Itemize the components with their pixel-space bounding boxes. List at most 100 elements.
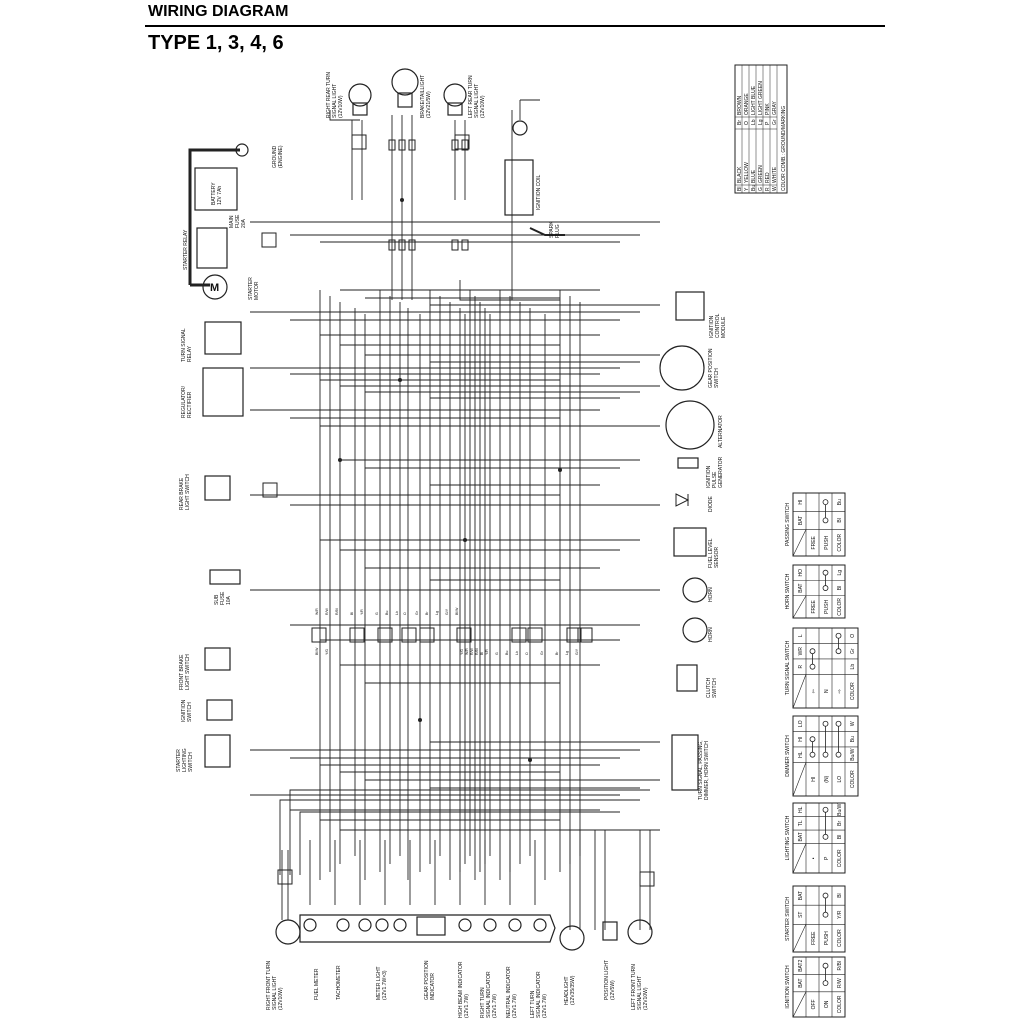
wire-color-code: W/R xyxy=(465,648,469,655)
wire-color-code: Bl xyxy=(480,652,484,655)
bulb-base xyxy=(397,92,413,108)
component-horn-1-label: HORN xyxy=(708,587,714,602)
switch-cell: BAT xyxy=(798,832,804,841)
component-turn-relay-label-line: RELAY xyxy=(187,345,193,362)
switch-table-title: IGNITION SWITCH xyxy=(785,965,791,1009)
component-gear-indicator-label-line: GEAR POSITION xyxy=(424,960,430,1000)
component-position-light-label: POSITION LIGHT(12V5W) xyxy=(604,960,616,1000)
switch-row-label: COLOR xyxy=(837,995,843,1013)
component-gear-switch-label-line: GEAR POSITION xyxy=(708,348,714,388)
junction-dot xyxy=(528,758,532,762)
turn-signal-relay-icon xyxy=(204,321,242,355)
component-rf-turn-label-line: SIGNAL LIGHT xyxy=(272,976,278,1010)
component-handlebar-switch-label: TURN SIGNAL, PASSING,DIMMER, HORN SWITCH xyxy=(698,740,710,800)
wire-color-code: R/W xyxy=(470,648,474,656)
switch-table-title: PASSING SWITCH xyxy=(785,503,791,546)
connector-pin xyxy=(408,139,416,151)
wire xyxy=(188,148,240,285)
fuel-level-sensor-icon xyxy=(673,527,707,557)
component-headlight-label-line: (12V35/35W) xyxy=(570,975,576,1005)
wire-color-code: G xyxy=(375,612,379,615)
legend-entry: LIGHT GREEN xyxy=(758,81,764,115)
component-ground-label-line: (ENGINE) xyxy=(278,145,284,168)
component-front-brake-switch-label-line: FRONT BRAKE xyxy=(179,654,185,690)
meter-bulb xyxy=(533,918,547,932)
switch-row-label: FREE xyxy=(811,535,817,549)
component-battery-label-line: 12V 7Ah xyxy=(217,186,223,205)
front-left-bulb xyxy=(627,919,653,945)
switch-cell: BAT xyxy=(798,516,804,525)
connector-pin xyxy=(398,139,406,151)
handlebar-switch-icon xyxy=(671,734,699,791)
component-clutch-switch-label-line: CLUTCH xyxy=(706,677,712,698)
meter-bulb xyxy=(336,918,350,932)
component-rr-turn-label-line: RIGHT REAR TURN xyxy=(326,72,332,118)
component-tachometer-label-line: TACHOMETER xyxy=(336,965,342,1000)
component-rf-turn-label-line: (12V10W) xyxy=(278,987,284,1010)
switch-row-label: PUSH xyxy=(824,600,830,614)
switch-cell: Bu xyxy=(837,499,843,505)
diagonal xyxy=(792,595,807,619)
connector xyxy=(311,627,327,643)
starter-lighting-switch-icon xyxy=(204,734,231,768)
switch-cell: L xyxy=(798,634,804,637)
component-rr-turn-label-line: SIGNAL LIGHT xyxy=(332,84,338,118)
legend-entry: BLUE xyxy=(751,169,757,183)
switch-cell: LO xyxy=(798,720,804,727)
junction-dot xyxy=(463,538,467,542)
component-starter-relay-label-line: STARTER RELAY xyxy=(183,229,189,270)
switch-table-title: STARTER SWITCH xyxy=(785,897,791,941)
switch-cell: Lb xyxy=(850,664,856,670)
regulator-rectifier-icon xyxy=(202,367,244,417)
legend-entry: Lb xyxy=(751,119,757,125)
sub-fuse-icon xyxy=(209,569,241,585)
position-light-bulb xyxy=(602,921,618,941)
component-ignition-coil-label: IGNITION COIL xyxy=(536,175,542,211)
switch-cell: HL xyxy=(798,806,804,813)
switch-cell: Bl xyxy=(837,835,843,839)
switch-contact xyxy=(822,806,829,813)
component-handlebar-switch-label-line: DIMMER, HORN SWITCH xyxy=(704,741,710,800)
component-left-turn-ind-label-line: SIGNAL INDICATOR xyxy=(536,971,542,1018)
wire xyxy=(289,789,650,875)
component-right-turn-ind-label-line: (12V1.7W) xyxy=(492,994,498,1018)
connector xyxy=(261,232,277,248)
component-icm-label-line: CONTROL xyxy=(715,313,721,338)
component-lf-turn-label-line: (12V10W) xyxy=(643,987,649,1010)
connector xyxy=(377,627,393,643)
bulb-base xyxy=(447,102,463,116)
meter-bulb xyxy=(358,918,372,932)
connector-pin xyxy=(408,239,416,251)
component-battery-label-line: BATTERY xyxy=(211,182,217,205)
component-meter-light-label-line: METER LIGHT xyxy=(376,966,382,1000)
component-high-beam-label-line: (12V1.7W) xyxy=(464,994,470,1018)
legend-entry: Lg xyxy=(758,119,764,125)
legend-entry: WHITE xyxy=(772,166,778,183)
switch-contact xyxy=(822,585,829,591)
legend-entry: P xyxy=(765,121,771,125)
switch-table-title: DIMMER SWITCH xyxy=(785,735,791,777)
switch-cell: BAT2 xyxy=(798,959,804,971)
component-position-light-label-line: (12V5W) xyxy=(610,980,616,1000)
switch-contact xyxy=(809,648,816,655)
component-sub-fuse-label-line: FUSE xyxy=(220,591,226,605)
headlight-bulb xyxy=(559,925,585,951)
connector-pin xyxy=(388,239,396,251)
title-rule xyxy=(145,25,885,27)
switch-cell: R/Bl xyxy=(837,961,843,970)
component-meter-light-label: METER LIGHT(12V1.7W×3) xyxy=(376,966,388,1000)
switch-cell: Y/R xyxy=(837,910,843,919)
diagonal xyxy=(792,991,807,1018)
switch-row-label: • xyxy=(811,857,817,859)
legend-entry: ORANGE xyxy=(744,93,750,115)
connector xyxy=(351,134,367,150)
connector xyxy=(639,871,655,887)
